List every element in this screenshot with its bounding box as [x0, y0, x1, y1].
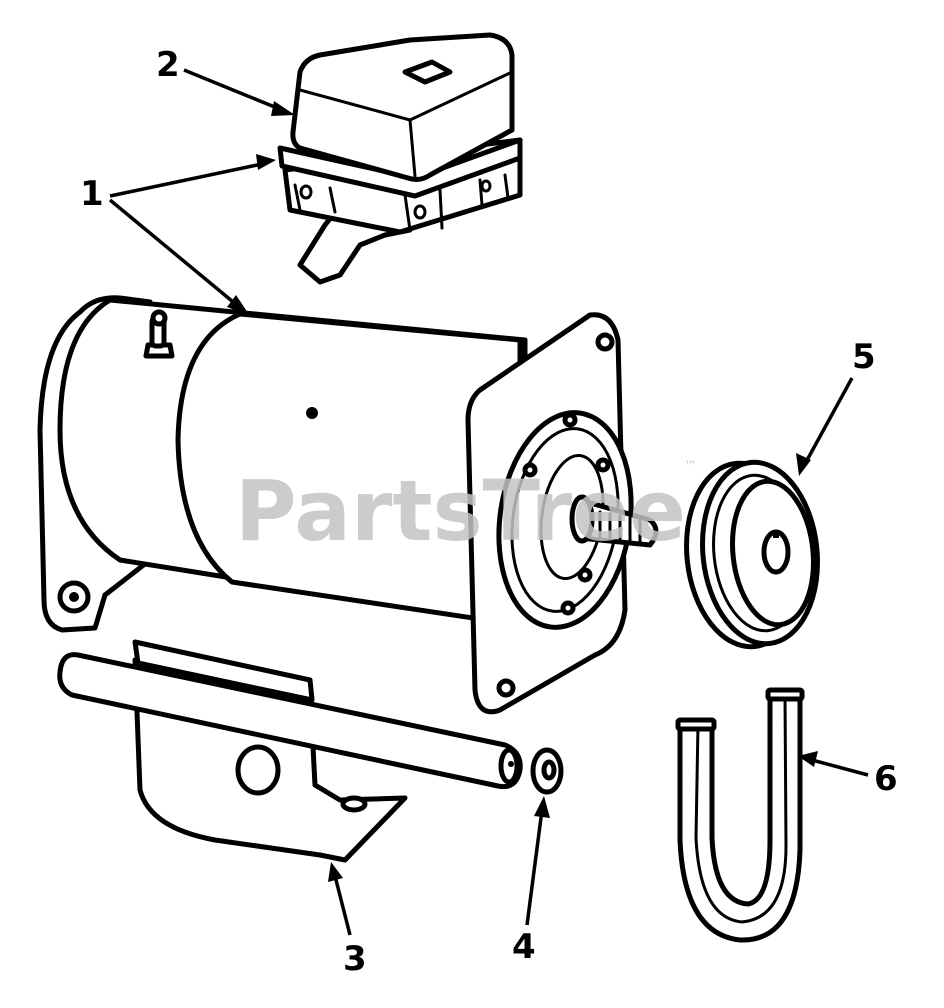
belt-icon[interactable] — [675, 687, 805, 943]
leader-lines — [108, 68, 869, 936]
callout-2: 2 — [156, 45, 180, 85]
bracket-icon[interactable] — [57, 639, 523, 863]
washer-icon[interactable] — [530, 747, 564, 795]
watermark-text: PartsTree — [235, 462, 686, 560]
generator-icon[interactable] — [37, 295, 659, 715]
callout-labels: 1 2 3 4 5 6 — [80, 45, 898, 979]
watermark-trademark: ™ — [684, 459, 697, 474]
callout-6: 6 — [874, 759, 898, 799]
callout-3: 3 — [343, 939, 367, 979]
callout-4: 4 — [512, 927, 536, 967]
callout-5: 5 — [852, 337, 876, 377]
pulley-icon[interactable] — [678, 457, 826, 653]
regulator-icon[interactable] — [277, 32, 523, 285]
watermark: PartsTree ™ — [235, 459, 697, 560]
callout-1: 1 — [80, 174, 104, 214]
